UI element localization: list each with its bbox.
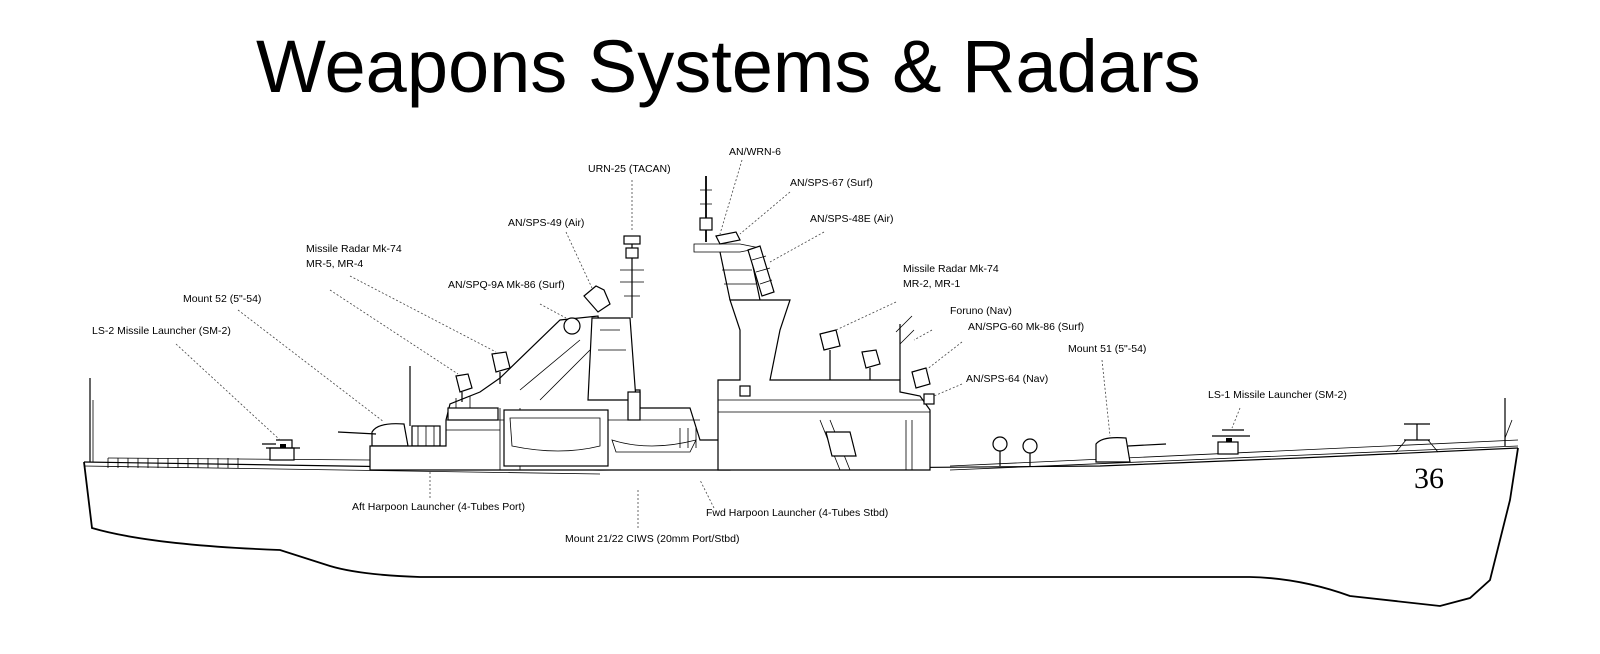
- mount51-gun: [992, 436, 1167, 466]
- label-mk74-fwd-line2: MR-2, MR-1: [903, 278, 960, 290]
- label-ls2: LS-2 Missile Launcher (SM-2): [92, 325, 231, 337]
- label-mount52: Mount 52 (5"-54): [183, 293, 261, 305]
- label-sps48e: AN/SPS-48E (Air): [810, 213, 893, 225]
- ls1-missile-launcher: [1212, 423, 1439, 455]
- hull-number: 36: [1414, 462, 1444, 495]
- page-title: Weapons Systems & Radars: [256, 25, 1201, 108]
- leader-lines: [175, 159, 1241, 528]
- aft-superstructure: [369, 235, 731, 471]
- label-mk74-fwd-line1: Missile Radar Mk-74: [903, 263, 999, 275]
- label-mount51: Mount 51 (5"-54): [1068, 343, 1146, 355]
- label-sps67: AN/SPS-67 (Surf): [790, 177, 873, 189]
- label-sps64: AN/SPS-64 (Nav): [966, 373, 1048, 385]
- forward-superstructure: [693, 176, 935, 471]
- label-ciws: Mount 21/22 CIWS (20mm Port/Stbd): [565, 533, 739, 545]
- mk74-aft-directors: [455, 351, 511, 402]
- label-urn25: URN-25 (TACAN): [588, 163, 671, 175]
- label-fwd-harpoon: Fwd Harpoon Launcher (4-Tubes Stbd): [706, 507, 888, 519]
- label-furuno: Foruno (Nav): [950, 305, 1012, 317]
- labels: URN-25 (TACAN) AN/WRN-6 AN/SPS-67 (Surf)…: [92, 146, 1347, 545]
- mk74-fwd-directors: [819, 329, 881, 380]
- mount52-gun: [337, 366, 441, 447]
- label-mk74-aft-line1: Missile Radar Mk-74: [306, 243, 402, 255]
- label-aft-harpoon: Aft Harpoon Launcher (4-Tubes Port): [352, 501, 525, 513]
- label-spg60: AN/SPG-60 Mk-86 (Surf): [968, 321, 1084, 333]
- label-mk74-aft-line2: MR-5, MR-4: [306, 258, 363, 270]
- label-sps49: AN/SPS-49 (Air): [508, 217, 584, 229]
- label-spq9a: AN/SPQ-9A Mk-86 (Surf): [448, 279, 565, 291]
- label-wrn6: AN/WRN-6: [729, 146, 781, 158]
- ls2-missile-launcher: [262, 439, 300, 461]
- label-ls1: LS-1 Missile Launcher (SM-2): [1208, 389, 1347, 401]
